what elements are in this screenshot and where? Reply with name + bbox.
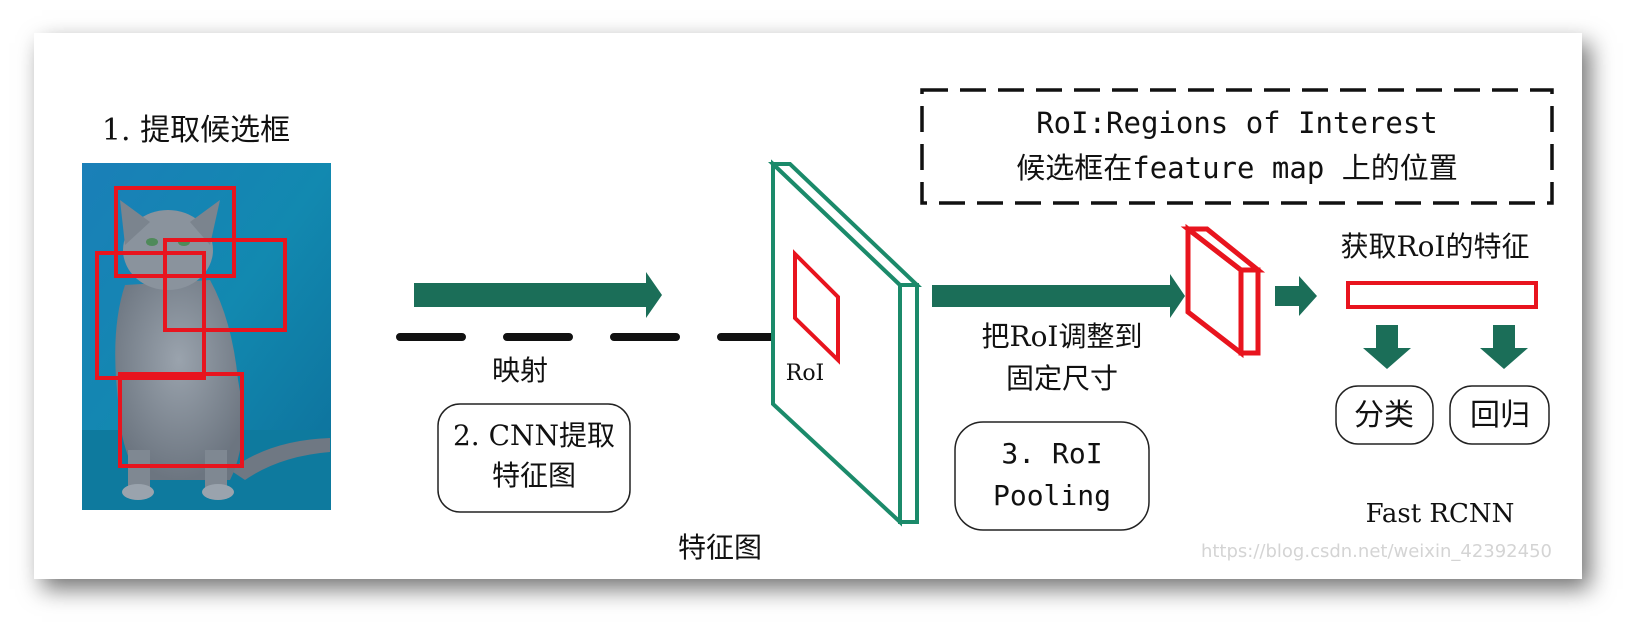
roi-feature-label: 获取RoI的特征	[1340, 230, 1529, 263]
candidate-boxes	[95, 186, 287, 468]
step1-title: 1. 提取候选框	[102, 113, 290, 148]
feature-map-slab	[768, 159, 922, 527]
roi-definition-box	[920, 88, 1554, 205]
resize-label-line2: 固定尺寸	[1006, 362, 1118, 395]
regress-down-arrow	[1480, 325, 1528, 369]
candidate-box-3	[95, 251, 206, 380]
mapping-dashed-arrow	[396, 329, 793, 345]
feature-map-roi-label: RoI	[786, 361, 825, 386]
feature-map-label: 特征图	[678, 531, 762, 564]
resize-label-line1: 把RoI调整到	[981, 320, 1142, 353]
regress-label: 回归	[1470, 398, 1530, 433]
mapping-label: 映射	[492, 354, 548, 387]
classify-down-arrow	[1363, 325, 1411, 369]
roi-definition-line1: RoI:Regions of Interest	[1036, 106, 1438, 140]
feature-map-roi	[793, 249, 840, 365]
candidate-box-1	[114, 186, 236, 278]
candidate-box-2	[163, 238, 287, 332]
resize-arrow	[932, 274, 1185, 318]
step2-line1: 2. CNN提取	[453, 419, 615, 452]
figure-caption: Fast RCNN	[1366, 499, 1515, 529]
step2-line2: 特征图	[492, 459, 576, 492]
roi-feature-vector	[1346, 281, 1538, 309]
step3-box	[954, 421, 1150, 531]
step3-line2: Pooling	[993, 479, 1111, 512]
classify-label: 分类	[1354, 398, 1414, 433]
step3-line1: 3. RoI	[1001, 437, 1102, 470]
candidate-box-4	[118, 372, 244, 468]
pooled-roi-cube	[1180, 223, 1266, 359]
watermark: https://blog.csdn.net/weixin_42392450	[1201, 541, 1552, 562]
regress-box	[1449, 385, 1550, 445]
roi-definition-line2: 候选框在feature map 上的位置	[1016, 151, 1458, 185]
classify-box	[1335, 385, 1434, 445]
step2-box	[437, 403, 631, 513]
cnn-arrow	[414, 272, 662, 318]
feature-arrow	[1275, 276, 1317, 316]
